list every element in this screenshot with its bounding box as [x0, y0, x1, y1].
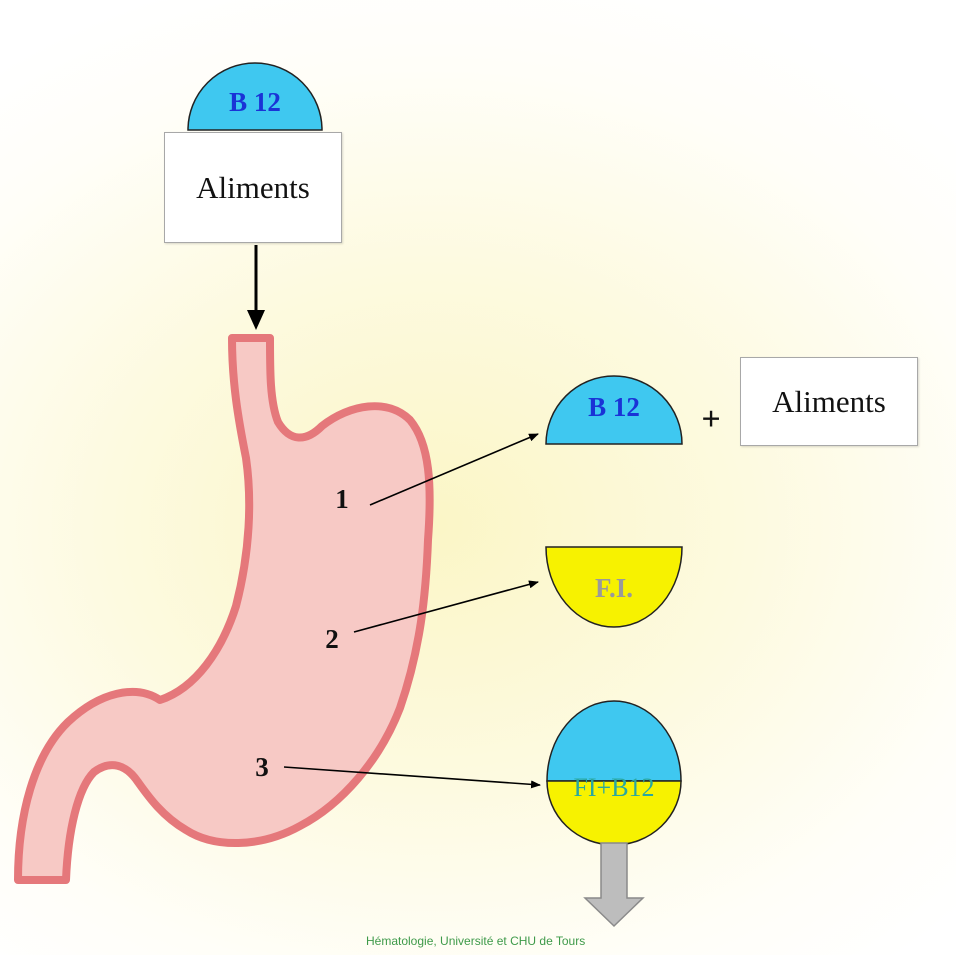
step-number-1: 1: [335, 484, 349, 514]
plus-sign: +: [701, 401, 720, 438]
fi-bowl-step2: F.I.: [546, 547, 682, 627]
stomach: [18, 338, 430, 880]
b12-dome-top-label: B 12: [229, 87, 281, 117]
b12-dome-top: B 12: [188, 63, 322, 130]
fi-b12-label: FI+B12: [573, 773, 654, 802]
food-box-top-label: Aliments: [196, 170, 310, 206]
step-number-2: 2: [325, 624, 339, 654]
food-box-top: Aliments: [164, 132, 342, 243]
credit-text: Hématologie, Université et CHU de Tours: [366, 934, 585, 948]
food-box-step1-label: Aliments: [772, 384, 886, 420]
b12-dome-step1: B 12: [546, 376, 682, 444]
absorption-arrow: [585, 843, 643, 926]
step-number-3: 3: [255, 752, 269, 782]
fi-b12-complex: FI+B12: [547, 701, 681, 845]
fi-bowl-label: F.I.: [595, 573, 633, 603]
down-arrow: [247, 245, 265, 330]
b12-dome-step1-label: B 12: [588, 392, 640, 422]
food-box-step1: Aliments: [740, 357, 918, 446]
